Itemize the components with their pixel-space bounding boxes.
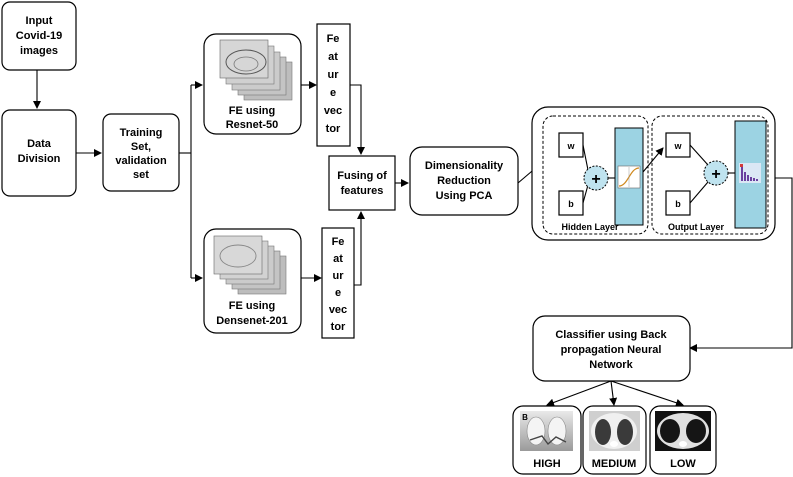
data-division-node: Data Division	[1, 109, 77, 197]
input-line-1: Input	[26, 15, 53, 27]
fv-top-line-1: Fe	[327, 33, 340, 45]
feature-vector-bottom: Fe at ur e vec tor	[321, 227, 355, 339]
hidden-bias-label: b	[568, 199, 574, 209]
fv-top-line-6: tor	[326, 123, 341, 135]
fe-resnet-node: FE using Resnet-50	[203, 33, 302, 135]
fv-bottom-line-1: Fe	[332, 236, 345, 248]
pca-node: Dimensionality Reduction Using PCA	[409, 146, 519, 216]
result-medium: MEDIUM	[582, 405, 647, 475]
low-label: LOW	[670, 458, 696, 470]
training-line-1: Training	[120, 127, 163, 139]
feature-map-stack-resnet	[219, 39, 293, 101]
output-weight-label: w	[673, 141, 682, 151]
data-division-line-2: Division	[18, 153, 61, 165]
training-node: Training Set, validation set	[102, 113, 180, 192]
fe-densenet-node: FE using Densenet-201	[203, 228, 302, 334]
fv-bottom-line-6: tor	[331, 321, 346, 333]
fv-top-line-5: vec	[324, 105, 342, 117]
ct-scan-low	[655, 411, 711, 451]
output-bias-box	[665, 190, 691, 216]
fv-bottom-line-3: ur	[333, 270, 345, 282]
ct-scan-medium	[589, 411, 640, 451]
fe-densenet-line-2: Densenet-201	[216, 315, 288, 327]
hidden-plus-icon: +	[591, 171, 600, 188]
feature-map-stack-densenet	[213, 235, 287, 295]
feature-vector-top: Fe at ur e vec tor	[316, 23, 351, 147]
ct-scan-high	[520, 411, 573, 451]
hidden-weight-label: w	[566, 141, 575, 151]
pca-line-1: Dimensionality	[425, 160, 504, 172]
fv-bottom-line-4: e	[335, 287, 341, 299]
classifier-line-1: Classifier using Back	[555, 329, 667, 341]
high-label: HIGH	[533, 458, 561, 470]
result-low: LOW	[649, 405, 717, 475]
input-line-3: images	[20, 45, 58, 57]
fusing-line-2: features	[341, 185, 384, 197]
training-line-4: set	[133, 169, 149, 181]
edge-to-high	[546, 380, 612, 407]
fv-top-line-3: ur	[328, 69, 340, 81]
hidden-bias-box	[558, 190, 584, 216]
edge-network-to-classifier	[689, 177, 793, 352]
fv-bottom-line-5: vec	[329, 304, 347, 316]
pca-line-3: Using PCA	[436, 190, 493, 202]
softmax-histogram-icon	[739, 163, 761, 183]
fe-densenet-line-1: FE using	[229, 300, 275, 312]
fv-bottom-line-2: at	[333, 253, 343, 265]
result-high: B HIGH	[512, 405, 582, 475]
edge-to-medium	[609, 380, 618, 406]
pca-line-2: Reduction	[437, 175, 491, 187]
classifier-node: Classifier using Back propagation Neural…	[532, 315, 691, 382]
hidden-layer-label: Hidden Layer	[561, 222, 619, 232]
hidden-layer: w b + Hidden Layer	[542, 115, 649, 235]
edge-fv-top-to-fusing	[350, 84, 365, 155]
medium-label: MEDIUM	[592, 458, 637, 470]
edges	[33, 70, 793, 407]
output-bias-label: b	[675, 199, 681, 209]
fe-resnet-line-1: FE using	[229, 105, 275, 117]
fusing-line-1: Fusing of	[337, 170, 387, 182]
edge-fv-bottom-to-fusing	[354, 211, 365, 286]
data-division-line-1: Data	[27, 138, 52, 150]
classifier-line-3: Network	[589, 359, 633, 371]
edge-hidden-to-output	[642, 147, 664, 173]
training-line-3: validation	[115, 155, 167, 167]
classifier-line-2: propagation Neural	[561, 344, 662, 356]
neural-network-node: w b + Hidden Layer w b +	[531, 106, 776, 241]
fv-top-line-4: e	[330, 87, 336, 99]
fe-resnet-line-2: Resnet-50	[226, 119, 279, 131]
edge-to-low	[610, 380, 684, 407]
output-layer: w b + Output Layer	[651, 115, 769, 235]
fv-top-line-2: at	[328, 51, 338, 63]
output-plus-icon: +	[711, 166, 720, 183]
high-panel-tag: B	[522, 413, 528, 422]
input-line-2: Covid-19	[16, 30, 62, 42]
training-line-2: Set,	[131, 141, 151, 153]
output-weight-box	[665, 132, 691, 158]
input-node: Input Covid-19 images	[1, 1, 77, 71]
output-layer-label: Output Layer	[668, 222, 725, 232]
fusing-node: Fusing of features	[328, 155, 396, 211]
hidden-weight-box	[558, 132, 584, 158]
